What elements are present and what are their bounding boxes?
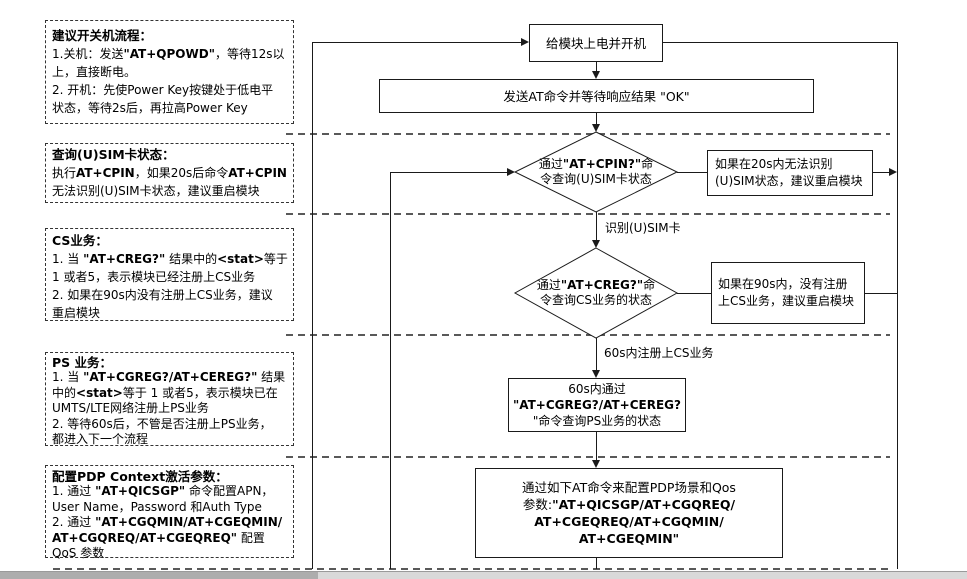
- note-title: CS业务：: [52, 233, 108, 248]
- flow-line-top-right: [662, 42, 897, 43]
- flow-line-sim-fail-out: [872, 172, 889, 173]
- power-on-label: 给模块上电并开机: [545, 35, 646, 51]
- note-line: 上，直接断电。: [52, 65, 137, 79]
- arrowhead-into-pdp-box: [592, 460, 600, 468]
- note-line: QoS 参数: [52, 546, 105, 561]
- creg-decision-text: 通过"AT+CREG?"命 令查询CS业务的状态: [515, 248, 677, 338]
- flow-line-main: [596, 558, 597, 569]
- arrowhead-into-cpin-decision: [507, 168, 515, 176]
- cs-fail-line2: 上CS业务，建议重启模块: [718, 294, 854, 308]
- note-line: 1.关机：发送"AT+QPOWD"，等待12s以: [52, 47, 285, 61]
- note-line: 2. 开机：先使Power Key按键处于低电平: [52, 83, 274, 97]
- cpin-decision-text: 通过"AT+CPIN?"命 令查询(U)SIM卡状态: [515, 132, 677, 212]
- note-title: PS 业务：: [52, 355, 113, 370]
- stage-separator: [53, 568, 890, 570]
- ps-line1: 60s内通过: [568, 382, 626, 396]
- note-sim-status: 查询(U)SIM卡状态： 执行AT+CPIN，如果20s后命令AT+CPIN 无…: [45, 143, 294, 203]
- pdp-line2: 参数:"AT+QICSGP/AT+CGQREQ/: [522, 497, 736, 512]
- arrowhead-into-right-collector: [889, 168, 897, 176]
- note-line: 1. 当 "AT+CGREG?/AT+CEREG?" 结果: [52, 370, 286, 385]
- note-cs-service: CS业务： 1. 当 "AT+CREG?" 结果中的<stat>等于 1 或者5…: [45, 228, 294, 321]
- flow-line-creg-fail: [677, 293, 712, 294]
- note-line: UMTS/LTE网络注册上PS业务: [52, 401, 209, 416]
- cpin-line1: 通过"AT+CPIN?"命: [538, 157, 654, 171]
- note-line: 2. 通过 "AT+CGQMIN/AT+CGEQMIN/: [52, 515, 283, 530]
- note-title: 建议开关机流程：: [52, 28, 153, 43]
- horizontal-scrollbar-thumb[interactable]: [0, 572, 318, 579]
- arrowhead-into-cpin-top: [592, 124, 600, 132]
- flow-line-into-cpin: [390, 172, 507, 173]
- flow-line-main: [596, 212, 597, 242]
- sim-fail-line1: 如果在20s内无法识别: [715, 157, 833, 171]
- creg-decision-diamond: [513, 247, 679, 339]
- sim-recognized-label: 识别(U)SIM卡: [605, 221, 681, 235]
- note-line: User Name，Password 和Auth Type: [52, 499, 262, 514]
- arrowhead-into-send-at: [592, 71, 600, 79]
- ps-line2: "AT+CGREG?/AT+CEREG?: [513, 398, 681, 412]
- send-at-label: 发送AT命令并等待响应结果 "OK": [503, 88, 690, 104]
- note-line: 1. 通过 "AT+QICSGP" 命令配置APN，: [52, 484, 274, 499]
- flow-line-top-left: [312, 42, 521, 43]
- stage-separator: [286, 133, 890, 135]
- flow-line-left-feed: [390, 172, 391, 569]
- flow-line-main: [596, 61, 597, 75]
- ps-line3: "命令查询PS业务的状态: [532, 414, 662, 428]
- note-line: AT+CGQREQ/AT+CGEQREQ" 配置: [52, 530, 265, 545]
- note-line: 执行AT+CPIN，如果20s后命令AT+CPIN: [52, 166, 287, 180]
- note-line: 重启模块: [52, 306, 101, 320]
- note-power-cycle: 建议开关机流程： 1.关机：发送"AT+QPOWD"，等待12s以 上，直接断电…: [45, 20, 294, 124]
- note-pdp-config: 配置PDP Context激活参数： 1. 通过 "AT+QICSGP" 命令配…: [45, 465, 294, 561]
- horizontal-scrollbar-track[interactable]: [0, 571, 967, 579]
- note-ps-service: PS 业务： 1. 当 "AT+CGREG?/AT+CEREG?" 结果 中的<…: [45, 352, 294, 446]
- creg-line2: 令查询CS业务的状态: [540, 293, 652, 307]
- creg-line1: 通过"AT+CREG?"命: [536, 278, 656, 292]
- note-line: 都进入下一个流程: [52, 432, 149, 447]
- pdp-line4: AT+CGEQMIN": [578, 531, 680, 546]
- pdp-config-box: 通过如下AT命令来配置PDP场景和Qos 参数:"AT+QICSGP/AT+CG…: [475, 468, 783, 558]
- arrowhead-into-creg-top: [592, 240, 600, 248]
- note-line: 2. 如果在90s内没有注册上CS业务，建议: [52, 288, 273, 302]
- note-line: 1 或者5，表示模块已经注册上CS业务: [52, 270, 256, 284]
- sim-fail-line2: (U)SIM状态，建议重启模块: [715, 174, 863, 188]
- note-line: 状态，等待2s后，再拉高Power Key: [52, 101, 248, 115]
- cpin-line2: 令查询(U)SIM卡状态: [540, 172, 652, 186]
- arrowhead-into-ps-box: [592, 370, 600, 378]
- power-on-box: 给模块上电并开机: [529, 24, 663, 62]
- cs-fail-note-box: 如果在90s内，没有注册 上CS业务，建议重启模块: [711, 262, 865, 324]
- stage-separator: [286, 334, 890, 336]
- note-title: 查询(U)SIM卡状态：: [52, 147, 175, 162]
- flow-line-left-return: [312, 42, 313, 569]
- stage-separator: [286, 456, 890, 458]
- note-line: 2. 等待60s后，不管是否注册上PS业务，: [52, 416, 272, 431]
- note-line: 无法识别(U)SIM卡状态，建议重启模块: [52, 184, 260, 198]
- cpin-decision-diamond: [513, 131, 679, 213]
- send-at-box: 发送AT命令并等待响应结果 "OK": [379, 79, 814, 113]
- cs-registered-label: 60s内注册上CS业务: [604, 346, 714, 360]
- flow-line-main: [596, 112, 597, 126]
- sim-fail-note-box: 如果在20s内无法识别 (U)SIM状态，建议重启模块: [707, 150, 873, 196]
- note-line: 中的<stat>等于 1 或者5，表示模块已在: [52, 385, 278, 400]
- ps-query-box: 60s内通过 "AT+CGREG?/AT+CEREG? "命令查询PS业务的状态: [508, 378, 686, 432]
- arrowhead-into-power-on: [521, 38, 529, 46]
- note-line: 1. 当 "AT+CREG?" 结果中的<stat>等于: [52, 252, 288, 266]
- flow-line-main: [596, 431, 597, 462]
- pdp-line1: 通过如下AT命令来配置PDP场景和Qos: [522, 480, 736, 495]
- flow-line-cpin-fail: [677, 172, 707, 173]
- flow-line-cs-fail-out: [864, 293, 897, 294]
- flow-line-main: [596, 338, 597, 372]
- flow-line-right-collector: [897, 42, 898, 569]
- stage-separator: [286, 213, 890, 215]
- pdp-line3: AT+CGEQREQ/AT+CGQMIN/: [534, 514, 724, 529]
- note-title: 配置PDP Context激活参数：: [52, 469, 228, 484]
- cs-fail-line1: 如果在90s内，没有注册: [718, 277, 848, 291]
